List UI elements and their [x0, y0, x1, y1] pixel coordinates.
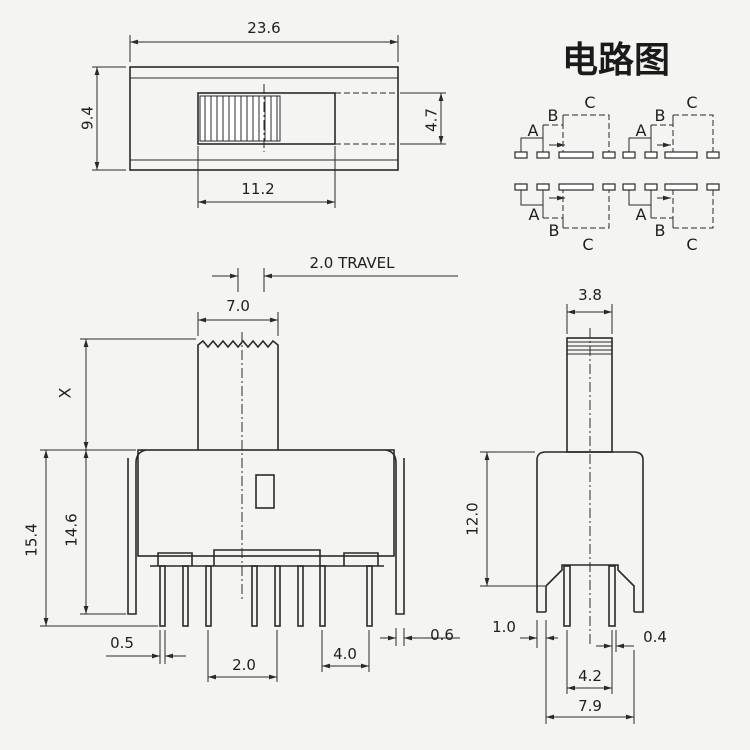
dim-top-width: 23.6 [247, 19, 280, 37]
switch-body [137, 449, 395, 557]
side-body [536, 451, 644, 613]
top-view-outline [129, 66, 399, 171]
dim-top-height: 9.4 [79, 106, 97, 130]
label-b: B [549, 221, 560, 240]
label-a: A [529, 205, 540, 224]
dim-slot-width: 11.2 [241, 180, 274, 198]
label-c: C [584, 93, 595, 112]
circuit-top-right: A B C [622, 93, 720, 159]
dim-side-actuator: 3.8 [578, 286, 602, 304]
slider-ridges [199, 95, 281, 142]
circuit-top-left: A B C [514, 93, 616, 159]
front-view: 2.0 TRAVEL 7.0 X [23, 254, 460, 682]
label-c: C [686, 235, 697, 254]
dim-lug-thickness: 0.6 [430, 626, 454, 644]
dim-side-lug: 1.0 [492, 618, 516, 636]
dim-side-height: 12.0 [464, 502, 482, 535]
label-c: C [686, 93, 697, 112]
dim-slot-height: 4.7 [423, 108, 441, 132]
circuit-bottom-right: A B C [622, 183, 720, 254]
slot-outline [197, 92, 336, 145]
dim-travel: 2.0 TRAVEL [310, 254, 396, 272]
dim-side-pin-span: 4.2 [578, 667, 602, 685]
top-view: 23.6 9.4 4.7 11.2 [79, 19, 446, 208]
label-b: B [655, 106, 666, 125]
circuit-title: 电路图 [562, 40, 670, 81]
dim-lug-pitch: 4.0 [333, 645, 357, 663]
dim-pin-width: 0.5 [110, 634, 134, 652]
dim-total-height: 15.4 [23, 523, 41, 556]
label-a: A [528, 121, 539, 140]
pins [159, 565, 373, 627]
dim-pin-pitch: 2.0 [232, 656, 256, 674]
label-c: C [582, 235, 593, 254]
circuit-bottom-left: A B C [514, 183, 616, 254]
dim-actuator-width: 7.0 [226, 297, 250, 315]
dim-body-height: 14.6 [63, 513, 81, 546]
dim-x: X [56, 387, 75, 398]
body-window [255, 474, 275, 509]
actuator [197, 339, 279, 450]
side-view: 3.8 12.0 1.0 0.4 4.2 [464, 286, 667, 724]
label-a: A [636, 121, 647, 140]
dim-side-total: 7.9 [578, 697, 602, 715]
label-a: A [636, 205, 647, 224]
label-b: B [655, 221, 666, 240]
dim-side-pin: 0.4 [643, 628, 667, 646]
circuit-diagram: 电路图 A B C [514, 40, 720, 254]
label-b: B [548, 106, 559, 125]
